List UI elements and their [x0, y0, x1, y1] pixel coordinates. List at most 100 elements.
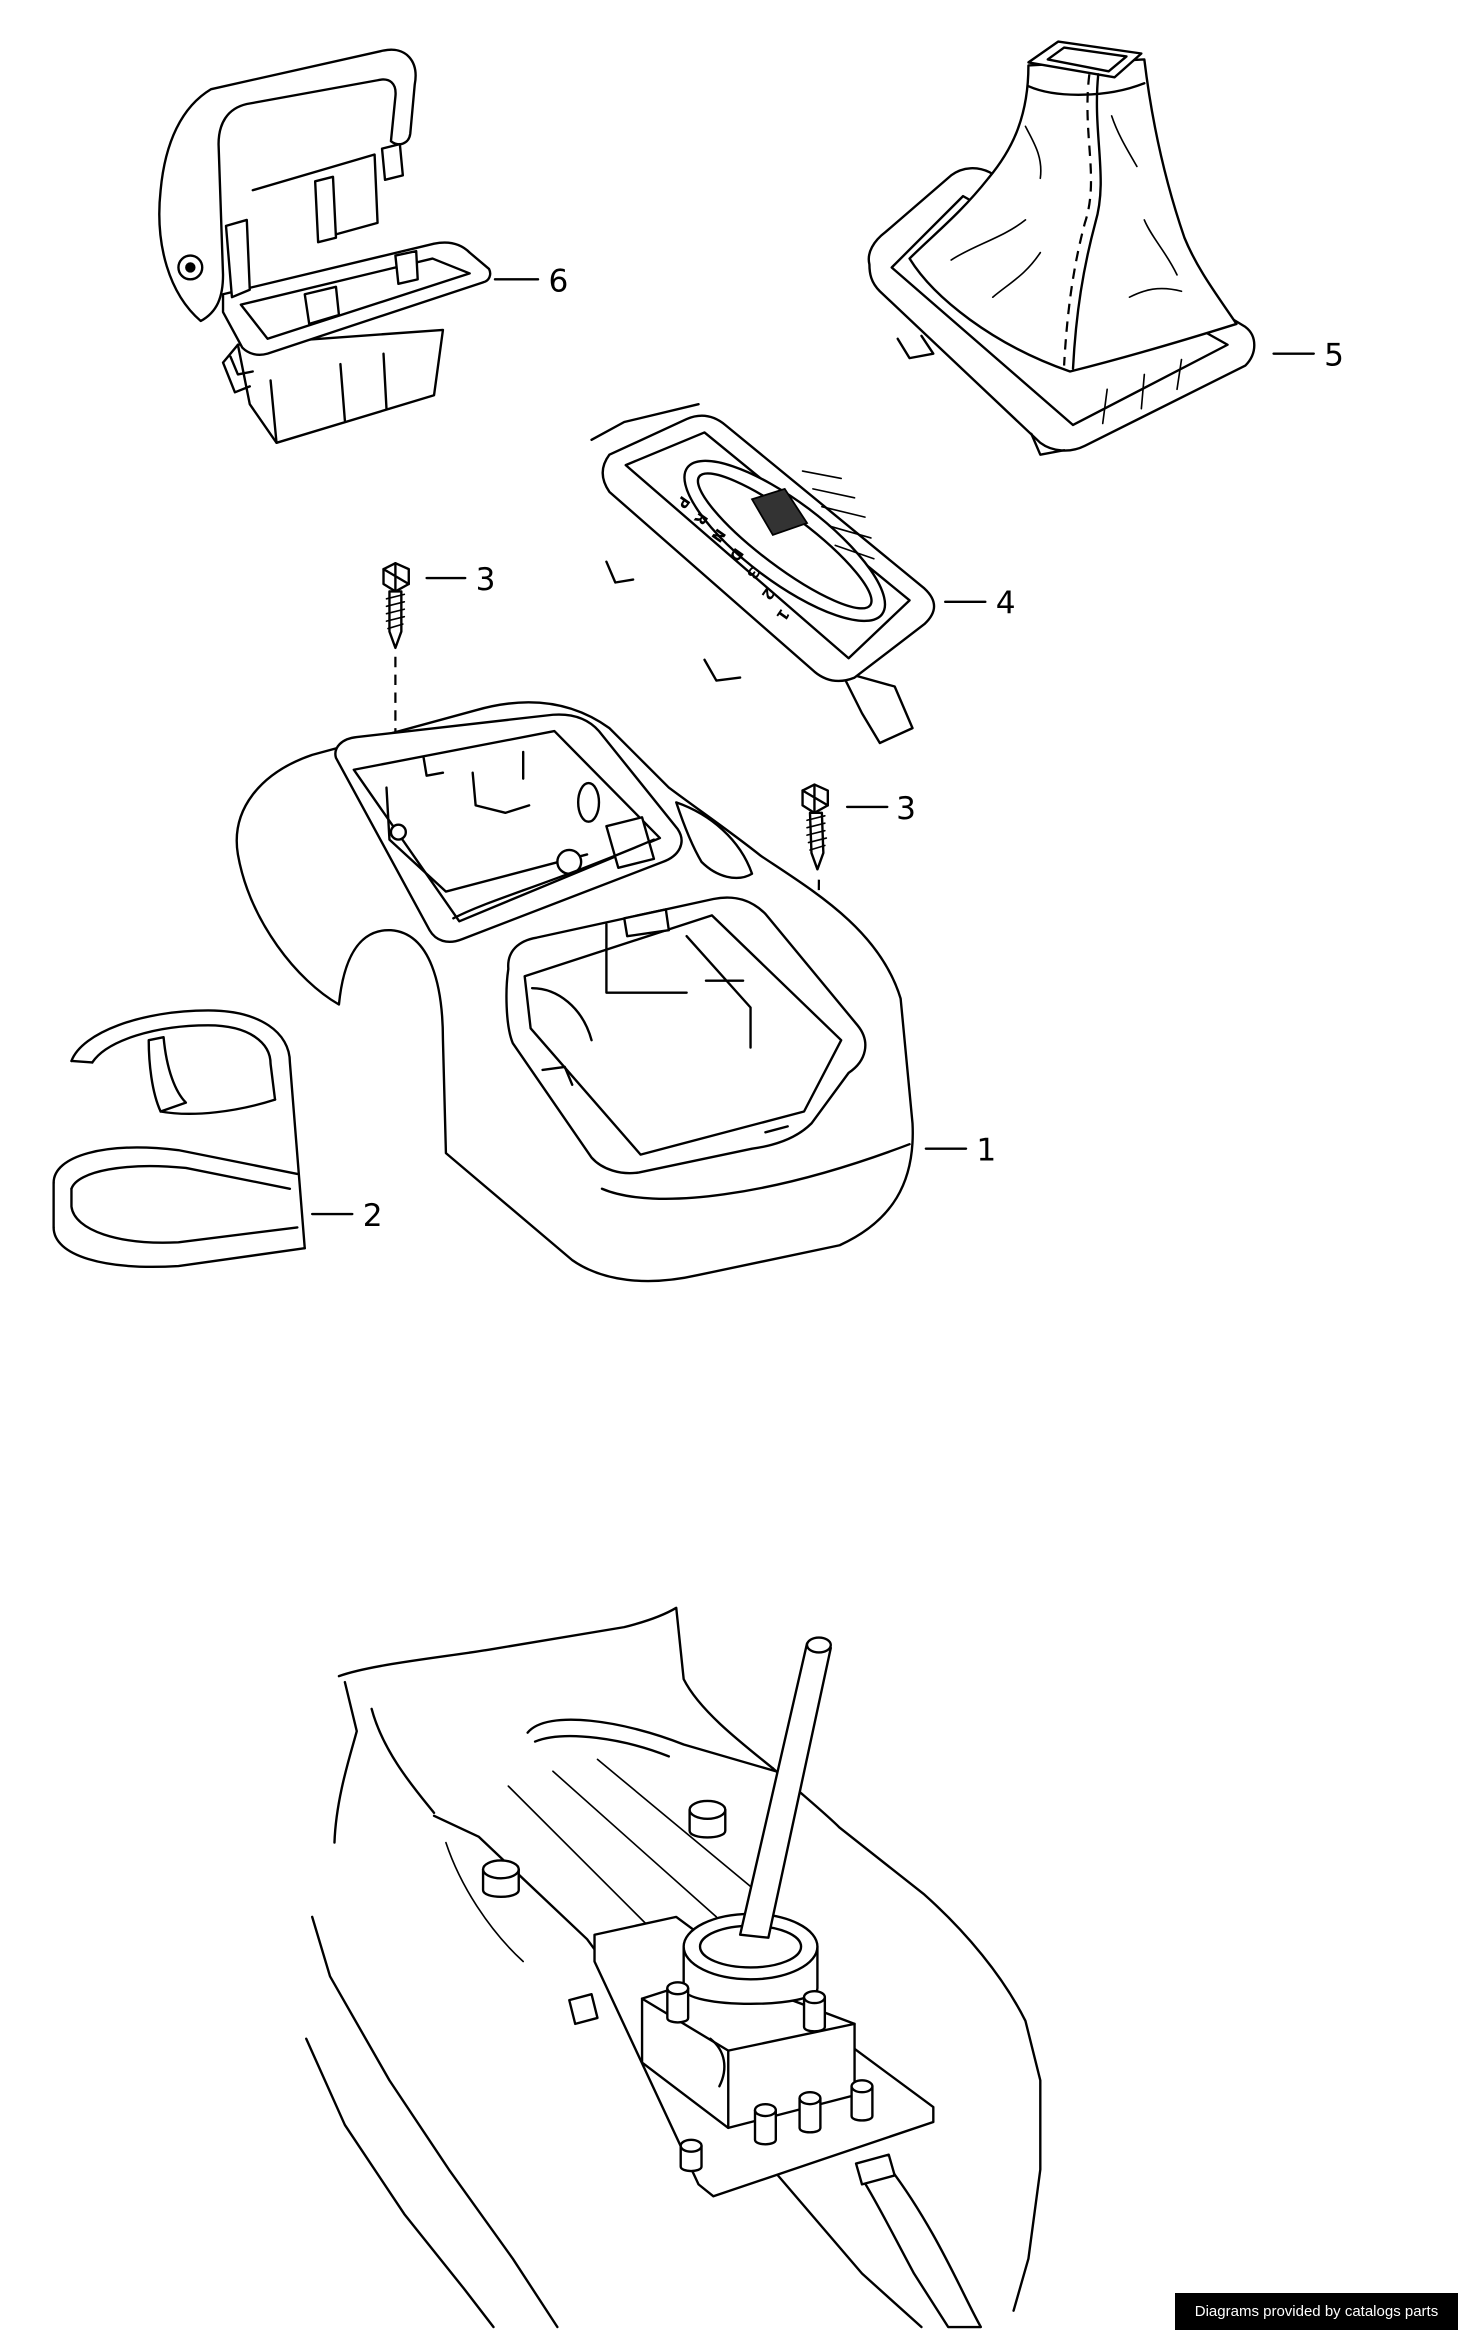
- console-bracket: [471, 771, 531, 815]
- shift-lever-end-cap: [805, 1636, 832, 1654]
- cover-texture-line: [821, 505, 866, 518]
- console-shifter-mount: [605, 923, 688, 994]
- part-3-screw-left: [382, 561, 410, 739]
- part-5-gear-boot: [867, 40, 1256, 456]
- cup-holder-band-inner: [70, 1165, 292, 1190]
- housing-clip: [380, 142, 405, 181]
- callout-3-right: 3: [896, 791, 916, 827]
- tunnel-top-outline: [337, 1606, 775, 1770]
- screw-thread: [385, 593, 406, 630]
- shifter-peg-top: [798, 2091, 822, 2106]
- console-step-line: [452, 838, 656, 920]
- boot-tab: [1030, 432, 1066, 456]
- shifter-peg-top: [679, 2138, 703, 2153]
- part-2-cup-holder: [52, 1009, 306, 1268]
- tunnel-right-edge: [771, 1767, 1042, 2312]
- housing-inner-wall: [313, 175, 338, 244]
- callout-2: 2: [363, 1198, 383, 1234]
- console-shifter-tab: [541, 1065, 574, 1086]
- installation-view: [305, 1606, 1042, 2329]
- shift-cable-end: [854, 2153, 896, 2186]
- tunnel-bolt-top: [481, 1859, 520, 1880]
- shifter-peg: [666, 1987, 690, 2024]
- cup-holder-ring-bottom: [159, 1098, 277, 1116]
- callout-1: 1: [976, 1133, 996, 1169]
- callout-4: 4: [996, 586, 1016, 622]
- cup-holder-top-ring-inner: [91, 1024, 277, 1101]
- attribution-footer: Diagrams provided by catalogs parts: [1175, 2293, 1458, 2330]
- shifter-peg-top: [850, 2079, 874, 2094]
- boot-stitch-seam: [1062, 74, 1093, 366]
- shifter-peg-top: [666, 1981, 690, 1996]
- cup-holder-band-bottom: [52, 1226, 306, 1268]
- boot-base-inner-edge: [890, 194, 1229, 427]
- housing-lower-clip: [229, 355, 254, 376]
- shifter-base-clip: [568, 1992, 599, 2026]
- cover-texture-line: [801, 470, 843, 480]
- shifter-peg: [802, 1995, 827, 2033]
- callout-5: 5: [1324, 338, 1344, 374]
- console-shifter-bracket: [685, 934, 752, 1049]
- boot-base-rib: [1176, 358, 1183, 391]
- boot-body: [908, 58, 1238, 373]
- tunnel-channel-line: [552, 1770, 718, 1918]
- boot-fold: [1024, 125, 1042, 180]
- floor-edge-left: [333, 1680, 358, 1844]
- boot-fold: [1143, 219, 1178, 276]
- boot-fold: [950, 219, 1027, 261]
- part-4-gear-indicator-cover: P R N D 3 2 1: [590, 402, 936, 745]
- console-front-edge: [600, 1143, 911, 1200]
- console-shifter-clip: [623, 908, 671, 938]
- console-tray-wall: [385, 786, 589, 893]
- console-rib: [422, 756, 445, 777]
- boot-tab: [896, 334, 935, 360]
- tunnel-hump-inner: [533, 1734, 671, 1758]
- cover-clip: [605, 560, 635, 584]
- cover-bottom-connector: [840, 670, 914, 745]
- console-shifter-inner-rim: [523, 914, 843, 1156]
- screw-thread: [806, 814, 828, 851]
- console-shifter-tab: [764, 1125, 789, 1134]
- cover-top-tab: [590, 402, 700, 442]
- housing-rim: [221, 241, 492, 357]
- housing-inner-wall: [224, 218, 251, 299]
- boot-base-rib: [1140, 373, 1146, 410]
- housing-box-rib: [339, 362, 347, 422]
- console-shifter-curve: [530, 986, 593, 1042]
- cover-texture-line: [812, 488, 856, 499]
- shifter-peg: [753, 2108, 777, 2146]
- floor-line: [310, 1915, 559, 2329]
- cover-texture-line: [834, 544, 875, 560]
- console-oval-hole: [576, 781, 601, 823]
- part-1-center-console: [235, 701, 914, 1283]
- cover-clip: [703, 658, 742, 682]
- cup-holder-band-top: [52, 1146, 299, 1185]
- tunnel-channel-line: [596, 1758, 774, 1906]
- boot-fold: [1128, 287, 1183, 299]
- shift-cable: [860, 2165, 983, 2329]
- tunnel-hump: [526, 1718, 777, 1773]
- housing-pivot-hole-center: [185, 262, 196, 273]
- tunnel-channel-line: [445, 1841, 525, 1963]
- shifter-peg-top: [802, 1990, 827, 2005]
- tunnel-channel-line: [507, 1785, 655, 1933]
- housing-rim-inner: [239, 257, 471, 340]
- console-mount-hole: [389, 823, 407, 841]
- cup-holder-band-inner-bottom: [70, 1187, 299, 1244]
- shifter-housing-hook: [709, 2037, 726, 2088]
- part-6-selector-housing: [158, 48, 492, 445]
- housing-box-body: [236, 328, 445, 445]
- housing-lower-tab: [221, 343, 251, 394]
- cup-holder-ring-tip: [70, 1059, 94, 1064]
- floor-line: [305, 2037, 495, 2329]
- shift-slot: [683, 459, 887, 623]
- housing-side-panel-and-handle: [158, 48, 417, 323]
- housing-box-rib: [382, 352, 388, 410]
- callout-6: 6: [548, 263, 568, 299]
- boot-collar: [1027, 82, 1146, 96]
- cover-inner-edge: [624, 431, 911, 660]
- housing-connector-block: [303, 285, 341, 326]
- boot-top-opening-inner: [1046, 46, 1128, 73]
- floor-edge-left: [370, 1707, 436, 1815]
- screw-head-facet: [801, 783, 830, 815]
